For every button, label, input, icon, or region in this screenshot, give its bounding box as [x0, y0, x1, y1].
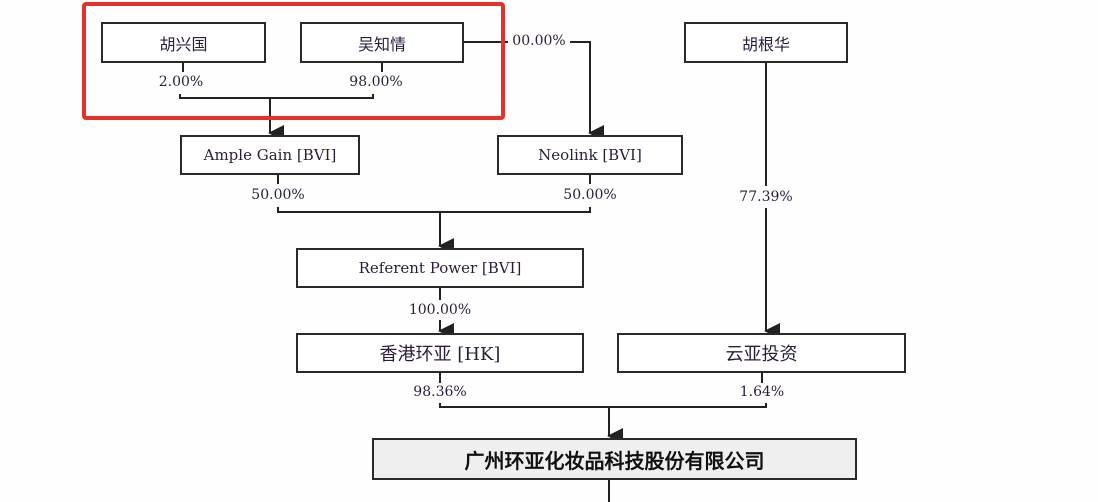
node-label: 云亚投资: [725, 344, 798, 365]
node-company: 广州环亚化妆品科技股份有限公司: [372, 438, 857, 480]
pct-neolink-to-referent: 50.00%: [561, 187, 619, 203]
pct-referent-to-hk: 100.00%: [406, 302, 474, 318]
pct-ample-to-referent: 50.00%: [249, 187, 307, 203]
pct-hk-to-company: 98.36%: [411, 384, 469, 400]
node-label: Neolink [BVI]: [538, 146, 642, 164]
node-label: 香港环亚 [HK]: [379, 344, 501, 365]
node-referent-power: Referent Power [BVI]: [296, 248, 584, 288]
highlight-box: [82, 2, 505, 120]
node-neolink: Neolink [BVI]: [497, 135, 683, 175]
node-label: Referent Power [BVI]: [358, 259, 522, 277]
node-hu-xingguo: 胡兴国: [101, 22, 266, 63]
node-yunya: 云亚投资: [617, 333, 906, 373]
pct-yunya-to-company: 1.64%: [737, 384, 787, 400]
node-hk-huanya: 香港环亚 [HK]: [296, 333, 584, 373]
node-label: Ample Gain [BVI]: [203, 146, 337, 164]
pct-hu-xingguo: 2.00%: [156, 74, 206, 90]
node-label: 吴知情: [357, 34, 406, 54]
pct-hu-genhua-to-yunya: 77.39%: [737, 189, 795, 205]
node-ample-gain: Ample Gain [BVI]: [180, 135, 360, 175]
node-label: 胡根华: [741, 34, 790, 54]
pct-wu-to-ample: 98.00%: [347, 74, 405, 90]
node-wu-zhiqing: 吴知情: [300, 22, 464, 63]
node-label: 胡兴国: [159, 34, 208, 54]
node-label: 广州环亚化妆品科技股份有限公司: [464, 448, 765, 473]
node-hu-genhua: 胡根华: [684, 22, 848, 63]
pct-wu-to-neolink: 00.00%: [510, 33, 568, 49]
